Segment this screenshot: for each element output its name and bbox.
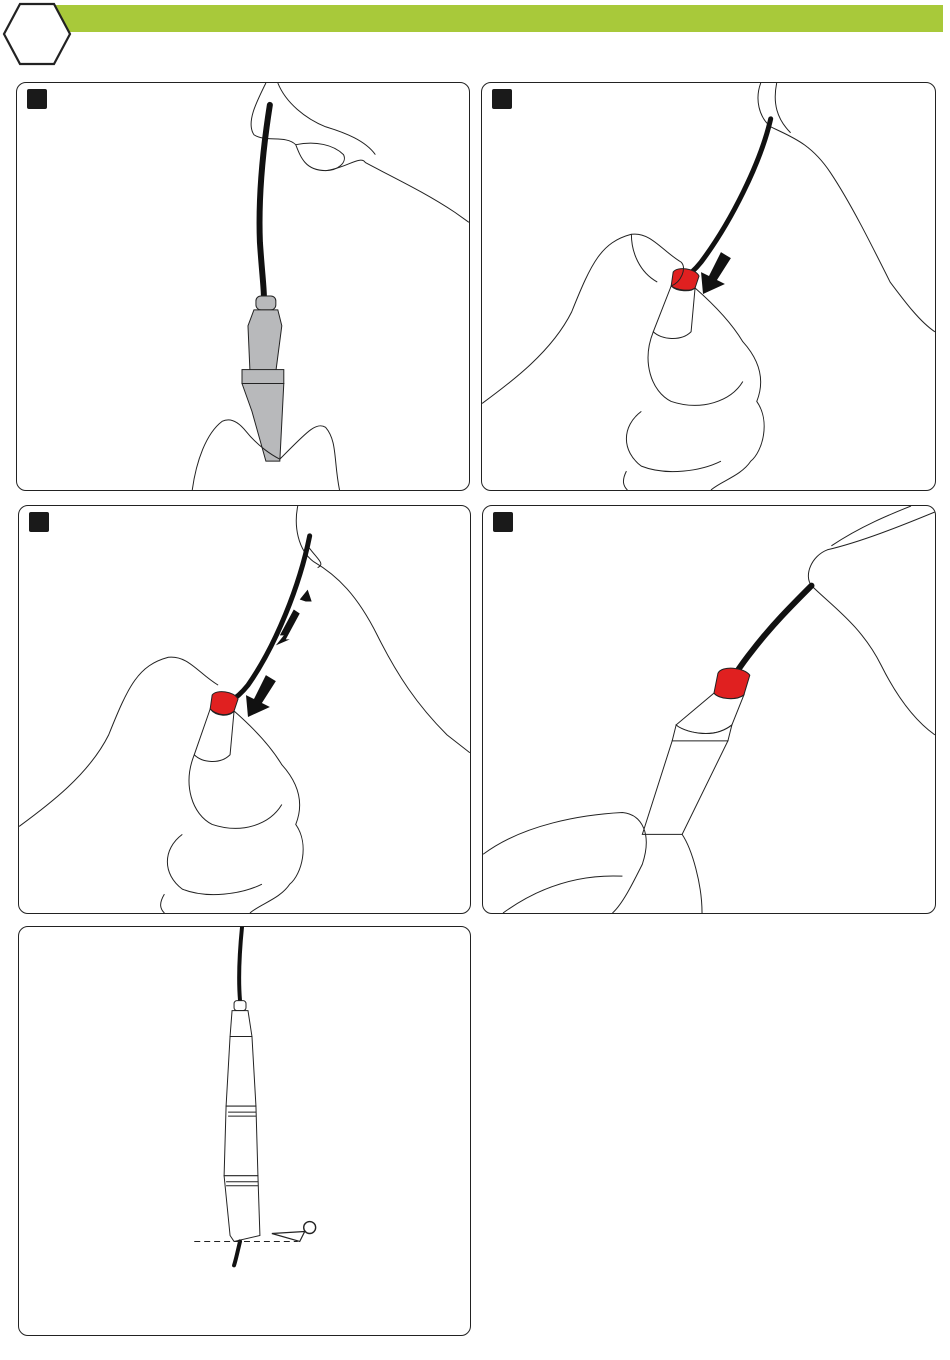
step-marker-1 [27, 89, 47, 109]
illustration-slide-connector [482, 83, 935, 490]
step-panel-2 [481, 82, 936, 491]
step-panel-3 [18, 505, 471, 914]
grey-handpiece [242, 296, 284, 461]
illustration-handpiece-cable [17, 83, 469, 490]
illustration-connector-seated [483, 506, 935, 913]
header-bar [38, 5, 943, 32]
illustration-cut-cable [19, 927, 470, 1335]
step-panel-4 [482, 505, 936, 914]
hexagon-step-badge [2, 2, 72, 66]
scissors-icon [272, 1222, 316, 1242]
step-marker-2 [492, 89, 512, 109]
step-panel-1 [16, 82, 470, 491]
illustration-adjust-cable [19, 506, 470, 913]
step-marker-3 [29, 512, 49, 532]
step-marker-4 [493, 512, 513, 532]
step-panel-5 [18, 926, 471, 1336]
